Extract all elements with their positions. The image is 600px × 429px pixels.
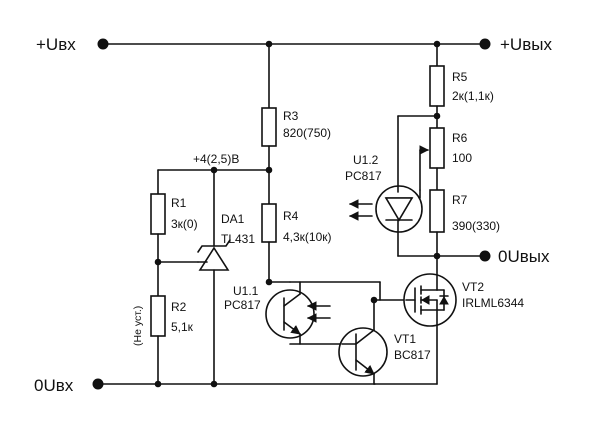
r2-note: (Не уст.) bbox=[132, 306, 144, 346]
terminal-icon[interactable] bbox=[92, 378, 104, 390]
top-rail bbox=[97, 38, 491, 50]
vt2-ref: VT2 bbox=[462, 280, 484, 294]
r3-value: 820(750) bbox=[283, 126, 331, 140]
u11-ref: U1.1 bbox=[233, 284, 259, 298]
node-4v bbox=[157, 166, 273, 174]
vt1-ref: VT1 bbox=[394, 332, 416, 346]
u12-ref: U1.2 bbox=[353, 153, 379, 167]
resistor-r1 bbox=[150, 169, 166, 297]
r7-ref: R7 bbox=[452, 193, 468, 207]
r4-ref: R4 bbox=[283, 209, 299, 223]
da1-value: TL431 bbox=[221, 232, 255, 246]
r5-value: 2к(1,1к) bbox=[452, 89, 494, 103]
terminal-icon[interactable] bbox=[479, 38, 491, 50]
terminal-icon[interactable] bbox=[479, 250, 491, 262]
r4-value: 4,3к(10к) bbox=[283, 230, 332, 244]
node-voltage-label: +4(2,5)В bbox=[193, 152, 239, 166]
r1-value: 3к(0) bbox=[171, 217, 198, 231]
r2-value: 5,1к bbox=[171, 320, 194, 334]
r2-ref: R2 bbox=[171, 300, 187, 314]
output-zero-rail bbox=[436, 250, 491, 262]
vout-zero-label: 0Uвых bbox=[498, 247, 550, 266]
npn-transistor-icon bbox=[338, 327, 388, 377]
resistor-icon bbox=[150, 295, 166, 337]
optocoupler-u11 bbox=[265, 278, 381, 345]
resistor-r4 bbox=[261, 203, 277, 283]
vin-zero-label: 0Uвх bbox=[34, 376, 74, 395]
junction-dot-icon bbox=[433, 112, 441, 120]
optocoupler-u12 bbox=[349, 115, 438, 257]
resistor-icon bbox=[429, 65, 445, 107]
regulator-da1 bbox=[197, 169, 231, 385]
vt1-value: BC817 bbox=[394, 348, 431, 362]
resistor-icon bbox=[429, 189, 445, 233]
resistor-icon bbox=[150, 193, 166, 235]
trimmer-r6 bbox=[397, 112, 445, 191]
u12-value: PC817 bbox=[345, 169, 382, 183]
r7-value: 390(330) bbox=[452, 219, 500, 233]
resistor-icon bbox=[429, 127, 445, 169]
vin-pos-label: +Uвх bbox=[36, 35, 76, 54]
vout-pos-label: +Uвых bbox=[500, 35, 552, 54]
resistor-r2 bbox=[150, 295, 166, 385]
terminal-icon[interactable] bbox=[97, 38, 109, 50]
u11-value: PC817 bbox=[224, 298, 261, 312]
r5-ref: R5 bbox=[452, 70, 468, 84]
junction-dot-icon bbox=[265, 278, 273, 286]
resistor-icon bbox=[261, 107, 277, 147]
zener-icon bbox=[198, 246, 230, 271]
r1-ref: R1 bbox=[171, 196, 187, 210]
r6-value: 100 bbox=[452, 151, 472, 165]
phototransistor-icon bbox=[265, 289, 315, 339]
junction-dot-icon bbox=[370, 296, 378, 304]
r6-ref: R6 bbox=[452, 131, 468, 145]
vt2-value: IRLML6344 bbox=[462, 296, 524, 310]
resistor-r3 bbox=[261, 43, 277, 205]
transistor-vt2 bbox=[403, 252, 457, 385]
resistor-icon bbox=[261, 203, 277, 243]
bottom-rail bbox=[92, 378, 376, 390]
resistor-r7 bbox=[429, 189, 445, 257]
junction-dot-icon bbox=[154, 258, 162, 266]
r3-ref: R3 bbox=[283, 109, 299, 123]
transistor-vt1 bbox=[338, 281, 438, 385]
reference-tap bbox=[154, 258, 199, 266]
junction-dot-icon bbox=[265, 166, 273, 174]
da1-ref: DA1 bbox=[221, 212, 245, 226]
